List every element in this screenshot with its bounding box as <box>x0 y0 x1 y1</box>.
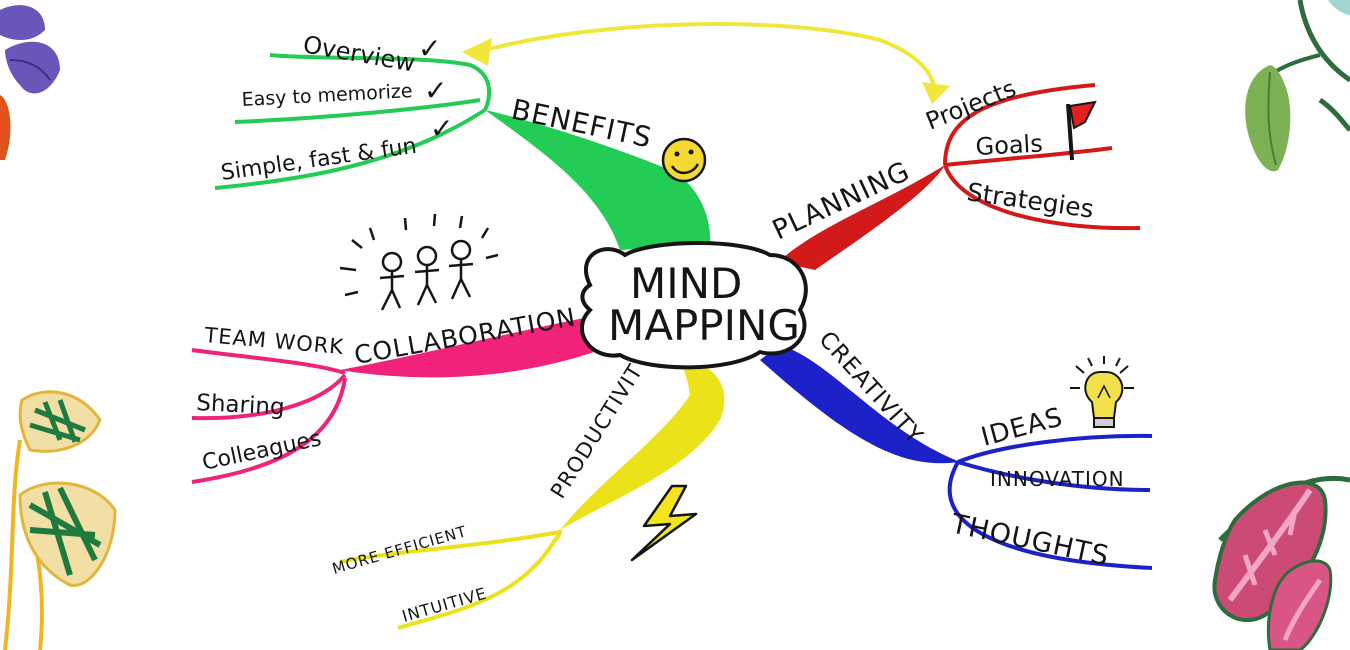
checkmark-easy: ✓ <box>424 74 447 107</box>
lightning-icon <box>630 484 698 562</box>
item-easy-to-memorize: Easy to memorize <box>241 80 413 111</box>
central-node: MIND MAPPING <box>579 241 808 370</box>
item-sharing: Sharing <box>196 390 286 421</box>
item-colleagues: Colleagues <box>200 426 324 476</box>
smiley-icon <box>661 137 707 183</box>
item-simple-fast-fun: Simple, fast & fun <box>219 134 418 186</box>
item-thoughts: THOUGHTS <box>948 508 1113 572</box>
item-innovation: INNOVATION <box>990 467 1125 491</box>
lightbulb-icon <box>1070 356 1134 428</box>
item-projects: Projects <box>922 74 1020 135</box>
branch-collaboration: COLLABORATION TEAM WORK Sharing Colleagu… <box>191 213 600 484</box>
item-intuitive: INTUITIVE <box>400 583 489 625</box>
central-title-line2: MAPPING <box>608 301 800 350</box>
flag-icon <box>1066 100 1097 161</box>
item-goals: Goals <box>975 130 1044 161</box>
checkmark-overview: ✓ <box>418 32 441 65</box>
stick-figures-icon <box>339 213 499 311</box>
checkmark-simple: ✓ <box>430 112 453 145</box>
item-overview: Overview <box>301 30 417 77</box>
branch-creativity: CREATIVITY IDEAS INNOVATION THOUGHTS <box>760 327 1153 572</box>
item-more-efficient: MORE EFFICIENT <box>330 522 469 578</box>
branch-planning: PLANNING Projects Goals Strategies <box>768 74 1141 270</box>
branch-productivity: PRODUCTIVITY MORE EFFICIENT INTUITIVE <box>330 348 725 630</box>
connector-arrow <box>462 21 950 104</box>
central-title-line1: MIND <box>630 259 742 308</box>
